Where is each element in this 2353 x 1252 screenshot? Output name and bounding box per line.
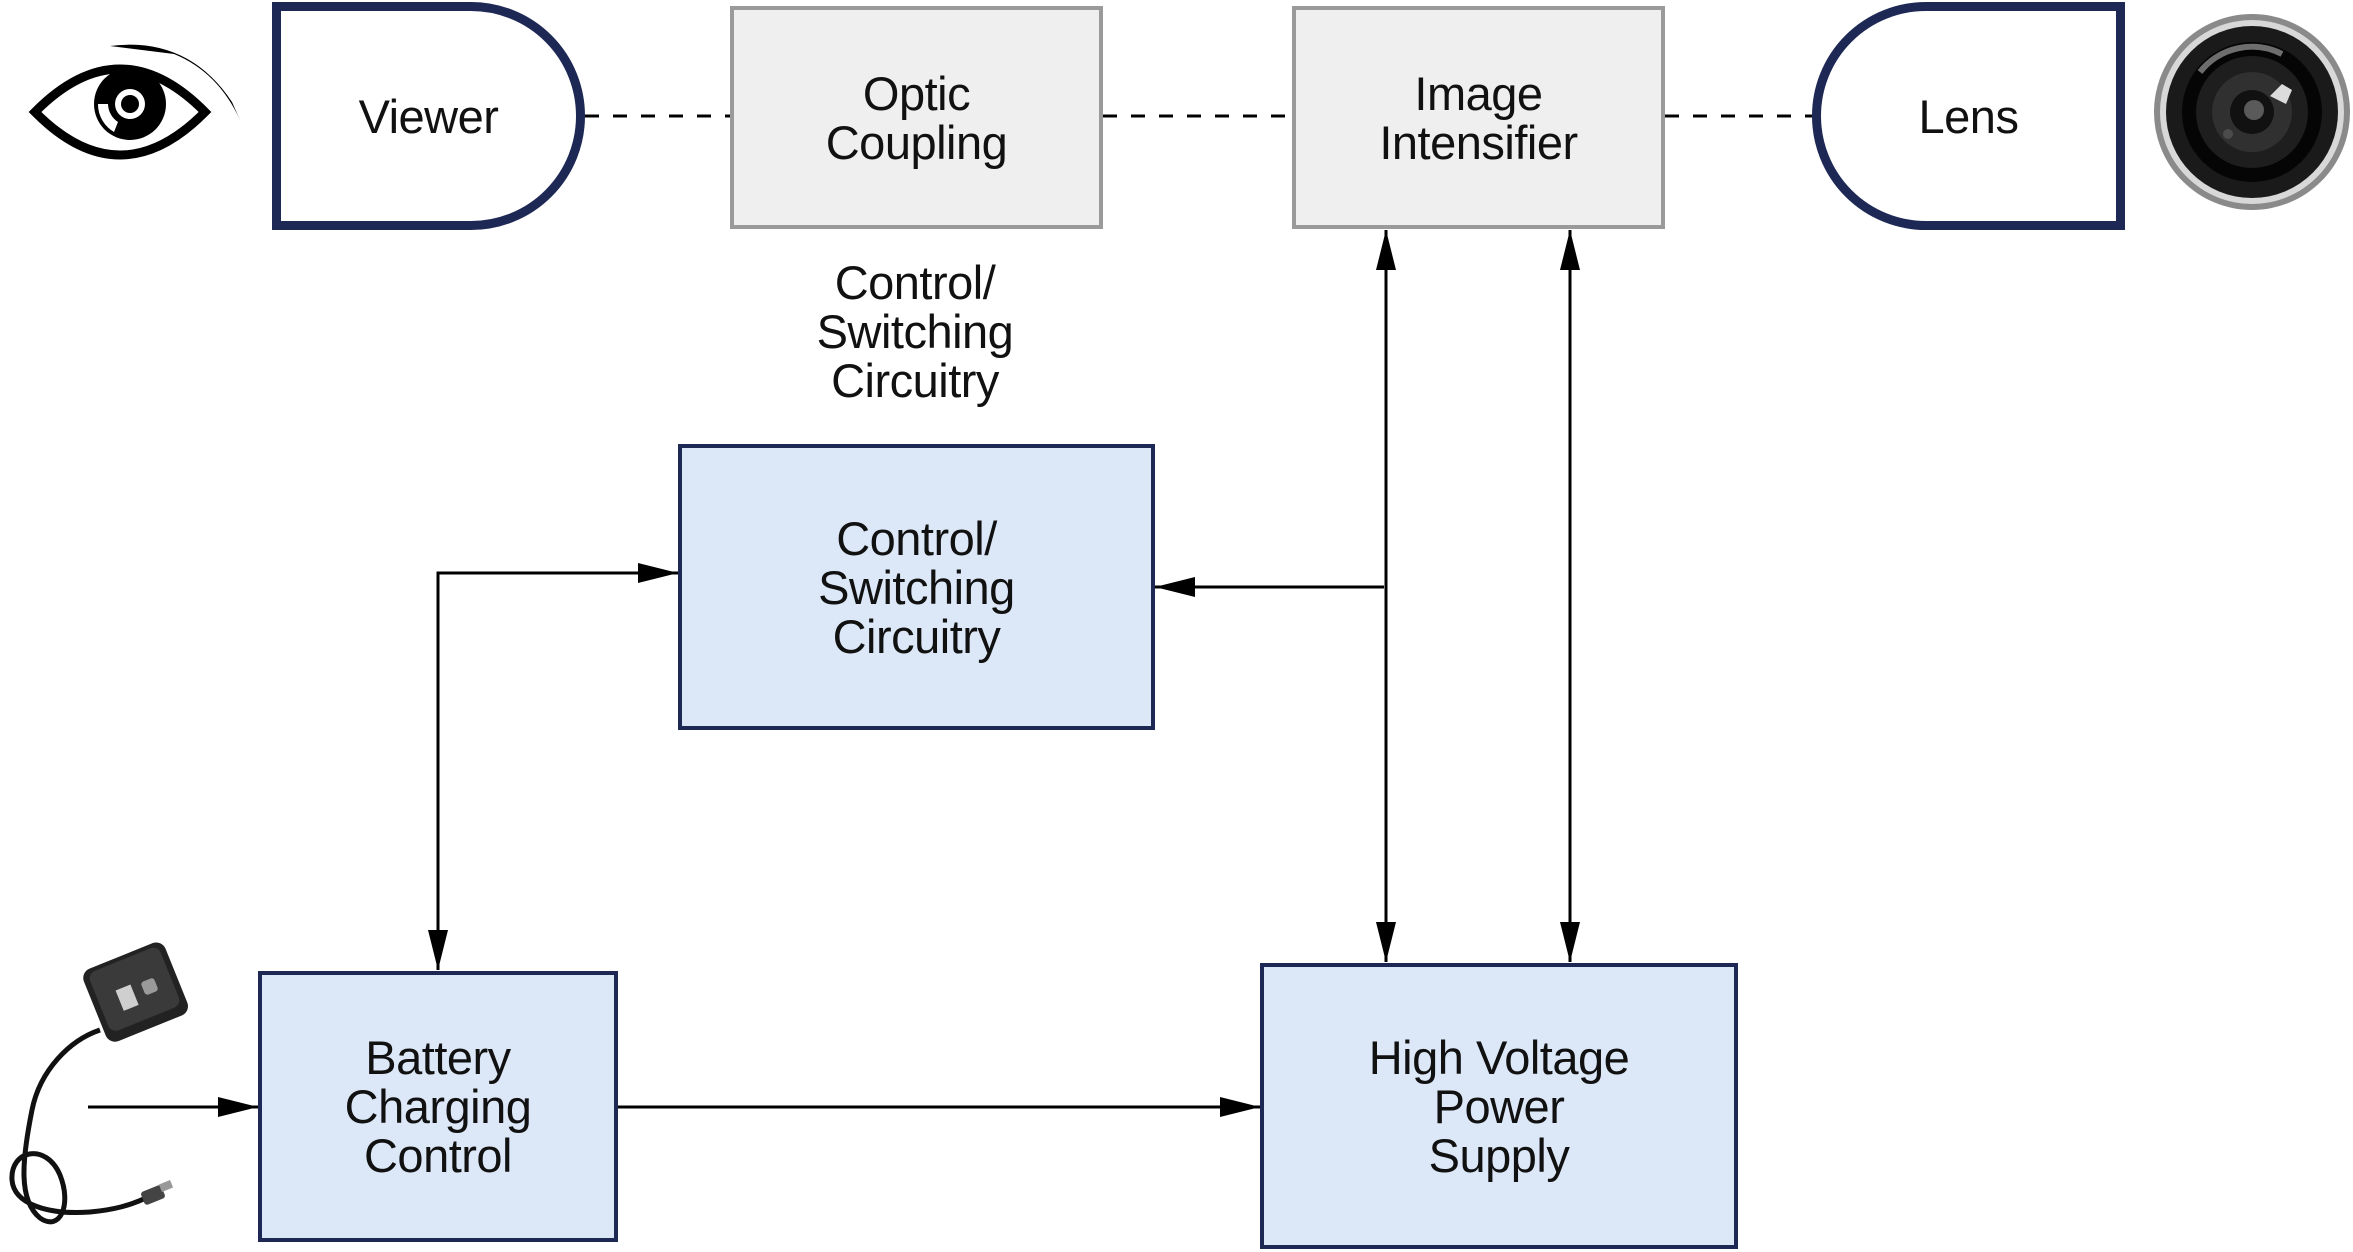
- optic-coupling-block: Optic Coupling: [730, 6, 1103, 229]
- arrow-control-battery: [428, 563, 678, 970]
- control-switching-caption: Control/ Switching Circuitry: [816, 256, 1014, 407]
- high-voltage-label: High Voltage Power Supply: [1368, 1030, 1630, 1182]
- high-voltage-block: High Voltage Power Supply: [1260, 963, 1738, 1249]
- control-switching-label: Control/ Switching Circuitry: [818, 511, 1015, 663]
- lens-block: Lens: [1812, 2, 2125, 230]
- viewer-label: Viewer: [358, 89, 499, 143]
- eye-icon: [28, 44, 240, 160]
- viewer-block: Viewer: [272, 2, 585, 230]
- image-intensifier-label: Image Intensifier: [1379, 66, 1578, 169]
- camera-lens-icon: [2154, 14, 2350, 210]
- power-adapter-icon: [9, 942, 189, 1225]
- image-intensifier-block: Image Intensifier: [1292, 6, 1665, 229]
- battery-charging-block: Battery Charging Control: [258, 971, 618, 1242]
- control-switching-block: Control/ Switching Circuitry: [678, 444, 1155, 730]
- optic-coupling-label: Optic Coupling: [825, 66, 1008, 169]
- lens-label: Lens: [1918, 89, 2019, 143]
- battery-charging-label: Battery Charging Control: [344, 1031, 532, 1182]
